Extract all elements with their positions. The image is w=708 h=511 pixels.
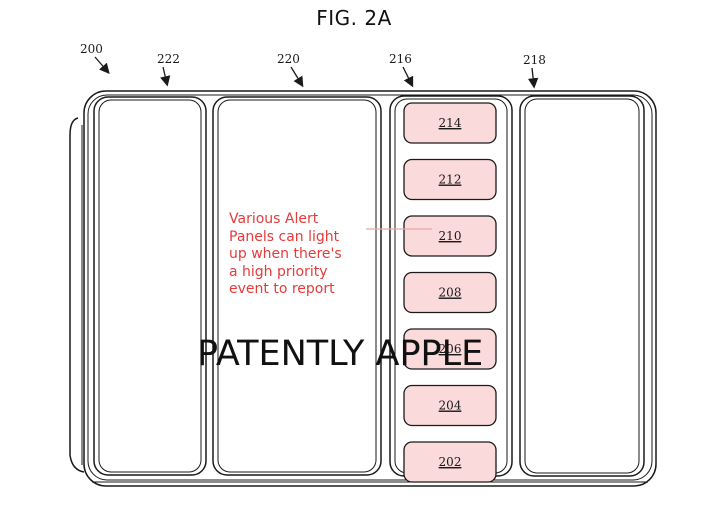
ref-numeral-center-panel: 220 [277, 52, 300, 66]
annotation-line: Various Alert [229, 211, 319, 227]
alert-panel-label: 214 [439, 116, 462, 130]
annotation-line: up when there's [229, 246, 342, 262]
ref-arrow-alert-column [402, 66, 414, 88]
alert-panel-204 [403, 384, 497, 427]
annotation-line: a high priority [229, 263, 328, 280]
left-panel [93, 96, 207, 476]
alert-panels: 214 212 210 208 206 204 202 [403, 102, 497, 483]
figure-title: FIG. 2A [316, 6, 392, 30]
annotation-note: Various Alert Panels can light up when t… [229, 211, 379, 299]
ref-numeral-alert-column: 216 [389, 52, 412, 66]
annotation-line: event to report [229, 281, 335, 297]
alert-panel-label: 208 [439, 286, 462, 300]
center-panel-inner [217, 99, 377, 473]
ref-numeral-left-panel: 222 [157, 52, 180, 66]
alert-panel-label: 206 [439, 342, 462, 356]
annotation-line: Panels can light [229, 228, 340, 245]
hinge-spine [69, 117, 85, 473]
alert-panel-label: 204 [439, 399, 462, 413]
ref-numeral-device: 200 [80, 42, 103, 56]
ref-arrow-center-panel [290, 66, 304, 88]
ref-arrow-device [94, 56, 110, 74]
alert-panel-214 [403, 102, 497, 144]
right-panel [519, 95, 645, 477]
right-panel-inner [524, 98, 640, 474]
alert-panel-label: 212 [439, 173, 462, 187]
ref-numeral-right-panel: 218 [523, 53, 546, 67]
alert-panel-202 [403, 441, 497, 483]
alert-panel-206 [403, 328, 497, 370]
center-panel [212, 96, 382, 476]
cover-outline [83, 90, 657, 487]
cover-inner-outline [87, 94, 653, 481]
ref-arrow-left-panel [160, 66, 171, 87]
alert-panel-210 [403, 215, 497, 257]
watermark-text: PATENTLY APPLE [197, 334, 484, 374]
alert-panel-208 [403, 271, 497, 314]
alert-panel-212 [403, 158, 497, 201]
alert-panel-label: 202 [439, 455, 462, 469]
ref-arrow-right-panel [527, 67, 539, 89]
left-panel-inner [98, 99, 202, 473]
alert-panel-label: 210 [439, 229, 462, 243]
